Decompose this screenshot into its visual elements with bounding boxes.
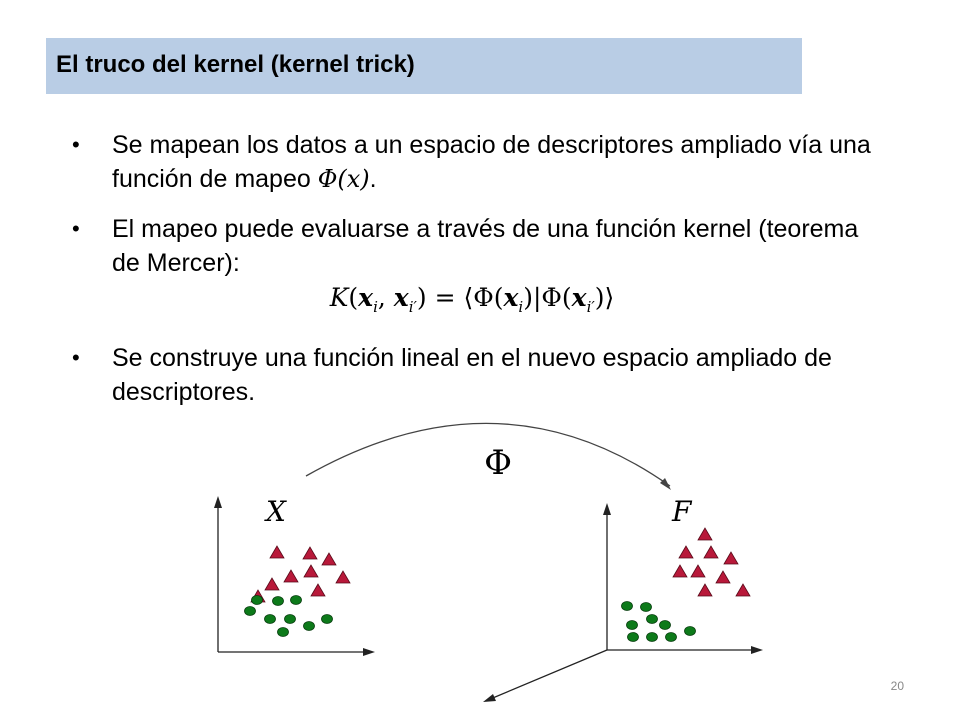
mapping-arrow [305, 422, 671, 487]
bullet-dot: • [72, 216, 80, 241]
phi-x-expression: Φ(x) [317, 165, 370, 193]
bullet-text: Se construye una función lineal en el nu… [112, 344, 832, 406]
circle-point [277, 627, 289, 637]
bullet-text: El mapeo puede evaluarse a través de una… [112, 215, 859, 277]
triangle-point [321, 552, 337, 566]
phi-label: Φ [484, 443, 512, 483]
circle-point [290, 595, 302, 605]
title-bar: El truco del kernel (kernel trick) [46, 38, 802, 94]
circle-point [264, 614, 276, 624]
triangle-point [697, 583, 713, 597]
circle-point [646, 632, 658, 642]
right-x-arrowhead [751, 646, 763, 654]
right-z-axis [487, 649, 608, 701]
circle-point [272, 596, 284, 606]
bullet-list: • Se mapean los datos a un espacio de de… [72, 128, 872, 425]
left-circles [244, 595, 333, 637]
triangle-point [678, 545, 694, 559]
circle-point [646, 614, 658, 624]
triangle-point [723, 551, 739, 565]
slide-title: El truco del kernel (kernel trick) [56, 51, 415, 78]
bullet-dot: • [72, 132, 80, 157]
bullet-text: Se mapean los datos a un espacio de desc… [112, 131, 871, 193]
left-y-arrowhead [214, 496, 222, 508]
triangle-point [303, 564, 319, 578]
page-number: 20 [890, 679, 904, 693]
right-circles [621, 601, 696, 642]
circle-point [251, 595, 263, 605]
triangle-point [703, 545, 719, 559]
circle-point [321, 614, 333, 624]
circle-point [626, 620, 638, 630]
left-space-label: X [264, 495, 287, 528]
bullet-dot: • [72, 345, 80, 370]
right-triangles [672, 527, 751, 597]
left-triangles [250, 545, 351, 603]
circle-point [627, 632, 639, 642]
triangle-point [264, 577, 280, 591]
triangle-point [283, 569, 299, 583]
triangle-point [269, 545, 285, 559]
triangle-point [250, 589, 266, 603]
circle-point [659, 620, 671, 630]
bullet-item: • Se mapean los datos a un espacio de de… [72, 128, 872, 196]
bullet-suffix: . [369, 165, 377, 193]
circle-point [621, 601, 633, 611]
circle-point [284, 614, 296, 624]
triangle-point [735, 583, 751, 597]
triangle-point [697, 527, 713, 541]
triangle-point [690, 564, 706, 578]
triangle-point [715, 570, 731, 584]
triangle-point [672, 564, 688, 578]
circle-point [303, 621, 315, 631]
bullet-item: • Se construye una función lineal en el … [72, 341, 872, 409]
triangle-point [335, 570, 351, 584]
triangle-point [302, 546, 318, 560]
circle-point [244, 606, 256, 616]
kernel-formula: K(xi, xi′) = ⟨Φ(xi)|Φ(xi′)⟩ [329, 283, 615, 316]
right-y-arrowhead [603, 503, 611, 515]
mapping-arrowhead [660, 478, 671, 490]
bullet-item: • El mapeo puede evaluarse a través de u… [72, 212, 872, 325]
circle-point [665, 632, 677, 642]
right-z-arrowhead [483, 694, 496, 702]
left-x-arrowhead [363, 648, 375, 656]
triangle-point [310, 583, 326, 597]
circle-point [640, 602, 652, 612]
right-space-label: F [671, 495, 693, 528]
circle-point [684, 626, 696, 636]
